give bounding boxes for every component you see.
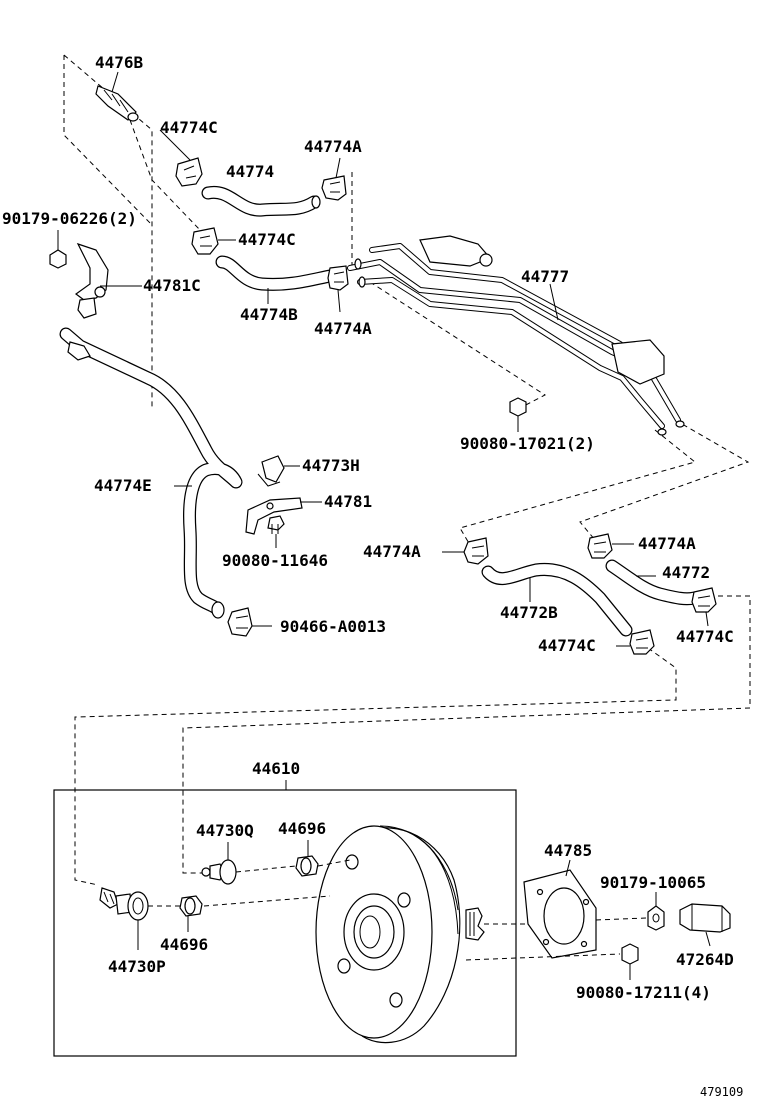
guide-booster-upper	[317, 859, 351, 867]
brake-booster-body	[315, 825, 485, 1044]
clip-44774C-top: 44774C	[159, 118, 218, 187]
label-47264D: 47264D	[676, 950, 734, 969]
label-44774: 44774	[226, 162, 274, 181]
label-44785: 44785	[544, 841, 592, 860]
nut-90080-17021: 90080-17021(2)	[460, 397, 595, 453]
clamp-44773H: 44773H	[257, 455, 360, 487]
hose-44774: 44774	[201, 162, 321, 217]
guide-booster-lower	[203, 895, 331, 907]
label-44774B: 44774B	[240, 305, 298, 324]
label-44774C-top: 44774C	[160, 118, 218, 137]
vacuum-pipe-44777: 44777	[347, 235, 685, 436]
label-44772B: 44772B	[500, 603, 558, 622]
clip-44774C-mid: 44774C	[191, 227, 296, 255]
label-44774C-mid: 44774C	[238, 230, 296, 249]
label-44773H: 44773H	[302, 456, 360, 475]
label-4476B: 4476B	[95, 53, 144, 72]
check-valve-44730P: 44730P	[99, 887, 166, 976]
label-44730Q: 44730Q	[196, 821, 254, 840]
clip-44774A-mid: 44774A	[314, 265, 372, 338]
nut-90080-17211: 90080-17211(4)	[576, 943, 711, 1002]
hose-44774E: 44774E	[59, 327, 243, 619]
dashed-guide-lines	[63, 54, 751, 886]
bracket-44781: 44781 90080-11646	[222, 492, 372, 570]
label-44696-bottom: 44696	[160, 935, 208, 954]
label-44774A-top: 44774A	[304, 137, 362, 156]
label-44772: 44772	[662, 563, 710, 582]
booster-assembly-44610: 44610 44730Q	[53, 759, 517, 1057]
clip-44774A-top: 44774A	[304, 137, 362, 201]
label-90179-06226: 90179-06226(2)	[2, 209, 137, 228]
label-44774C-right: 44774C	[676, 627, 734, 646]
clip-90466-A0013: 90466-A0013	[227, 607, 386, 637]
check-valve-4476B: 4476B	[95, 53, 144, 122]
guide-upper-grommet	[235, 865, 297, 873]
gasket-44785: 44785	[465, 841, 647, 961]
label-44774A-left: 44774A	[363, 542, 421, 561]
label-44774A-right: 44774A	[638, 534, 696, 553]
label-44610: 44610	[252, 759, 300, 778]
clip-44774C-right: 44774C	[676, 587, 734, 646]
clip-44774A-right: 44774A	[587, 533, 696, 559]
nut-90179-10065: 90179-10065	[600, 873, 706, 931]
assembly-frame	[53, 789, 517, 1057]
hose-44772: 44772	[605, 559, 710, 606]
clip-44774A-left: 44774A	[363, 537, 489, 565]
bracket-44781C: 90179-06226(2) 44781C	[2, 209, 201, 319]
label-44730P: 44730P	[108, 957, 166, 976]
label-44777: 44777	[521, 267, 569, 286]
hose-44772B: 44772B	[481, 562, 633, 637]
label-44696-top: 44696	[278, 819, 326, 838]
label-44774A-mid: 44774A	[314, 319, 372, 338]
grommet-44696-bottom: 44696	[160, 895, 208, 954]
label-90080-17211: 90080-17211(4)	[576, 983, 711, 1002]
label-90080-11646: 90080-11646	[222, 551, 328, 570]
label-44781C: 44781C	[143, 276, 201, 295]
bracket-47264D: 47264D	[676, 903, 734, 969]
label-44774C-low: 44774C	[538, 636, 596, 655]
label-90080-17021: 90080-17021(2)	[460, 434, 595, 453]
label-44781: 44781	[324, 492, 372, 511]
hose-44774B: 44774B	[215, 255, 337, 324]
label-90466-A0013: 90466-A0013	[280, 617, 386, 636]
check-valve-44730Q: 44730Q	[196, 821, 254, 885]
grommet-44696-top: 44696	[278, 819, 326, 877]
label-44774E: 44774E	[94, 476, 152, 495]
label-90179-10065: 90179-10065	[600, 873, 706, 892]
figure-id: 479109	[700, 1085, 743, 1099]
clip-44774C-low: 44774C	[538, 629, 655, 655]
